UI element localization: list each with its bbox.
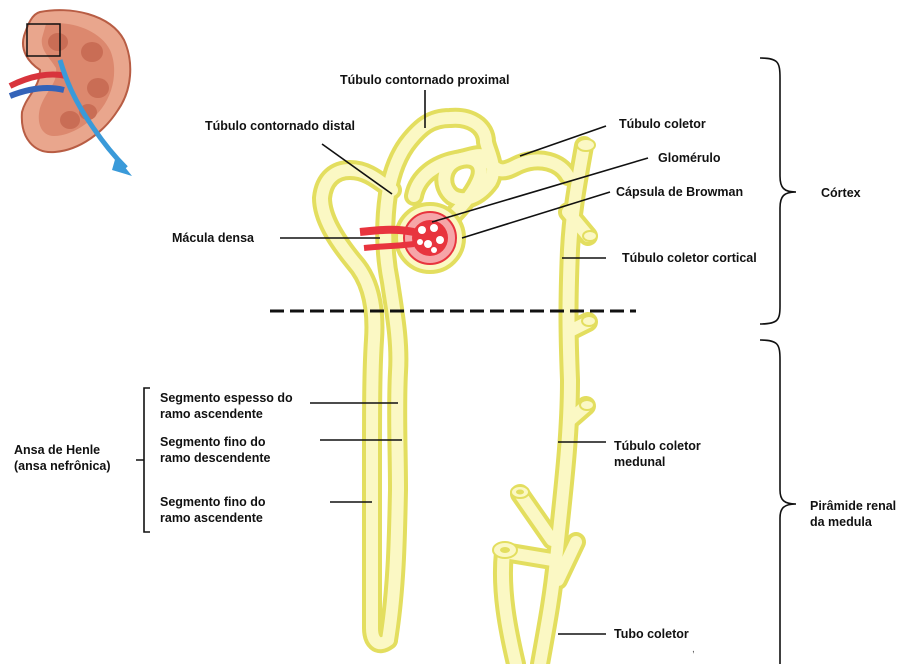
label-piramide-renal-line2: da medula <box>810 514 896 530</box>
label-segmento-fino-ascendente: Segmento fino do ramo ascendente <box>160 494 266 526</box>
label-segmento-fino-desc-line2: ramo descendente <box>160 450 270 466</box>
cortex-brace <box>760 58 796 324</box>
label-tubo-coletor: Tubo coletor <box>614 626 689 642</box>
label-segmento-espesso-line1: Segmento espesso do <box>160 390 293 406</box>
stray-mark: , <box>692 644 695 655</box>
label-segmento-fino-descendente: Segmento fino do ramo descendente <box>160 434 270 466</box>
label-ansa-de-henle-line1: Ansa de Henle <box>14 442 111 458</box>
label-tubulo-coletor-medunal: Túbulo coletor medunal <box>614 438 701 470</box>
label-segmento-espesso-line2: ramo ascendente <box>160 406 293 422</box>
label-tubulo-coletor-medunal-line1: Túbulo coletor <box>614 438 701 454</box>
label-piramide-renal: Pirâmide renal da medula <box>810 498 896 530</box>
henle-brace <box>136 388 150 532</box>
label-ansa-de-henle-line2: (ansa nefrônica) <box>14 458 111 474</box>
label-segmento-fino-asc-line2: ramo ascendente <box>160 510 266 526</box>
label-ansa-de-henle: Ansa de Henle (ansa nefrônica) <box>14 442 111 474</box>
label-tubulo-contornado-distal: Túbulo contornado distal <box>205 118 355 134</box>
label-tubulo-coletor: Túbulo coletor <box>619 116 706 132</box>
label-segmento-fino-desc-line1: Segmento fino do <box>160 434 270 450</box>
label-segmento-fino-asc-line1: Segmento fino do <box>160 494 266 510</box>
label-tubulo-contornado-proximal: Túbulo contornado proximal <box>340 72 509 88</box>
label-tubulo-coletor-medunal-line2: medunal <box>614 454 701 470</box>
label-capsula-de-browman: Cápsula de Browman <box>616 184 743 200</box>
label-piramide-renal-line1: Pirâmide renal <box>810 498 896 514</box>
label-segmento-espesso: Segmento espesso do ramo ascendente <box>160 390 293 422</box>
medulla-brace <box>760 340 796 664</box>
efferent-arteriole <box>364 244 414 248</box>
label-tubulo-coletor-cortical: Túbulo coletor cortical <box>622 250 757 266</box>
label-macula-densa: Mácula densa <box>172 230 254 246</box>
label-cortex: Córtex <box>821 185 861 201</box>
nephron-tubules <box>322 118 597 664</box>
label-glomerulo: Glomérulo <box>658 150 721 166</box>
afferent-arteriole <box>360 230 414 232</box>
kidney-thumbnail <box>10 10 132 176</box>
